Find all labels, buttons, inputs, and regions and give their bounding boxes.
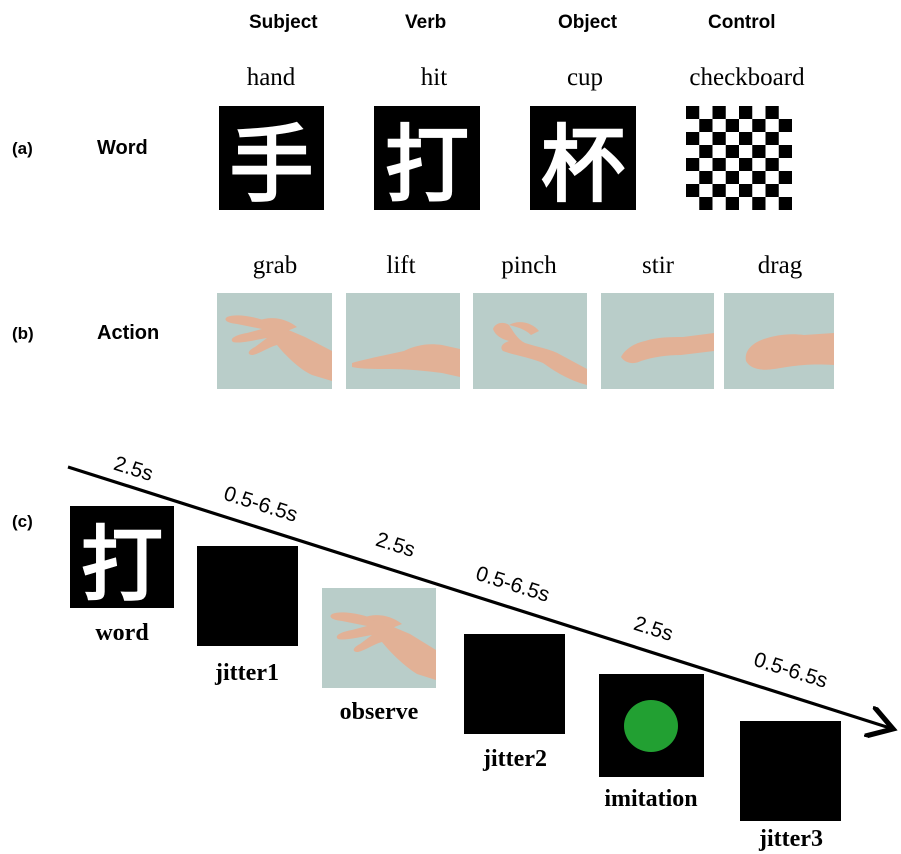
stage-imitation-image (599, 674, 704, 777)
stage-label-jitter2: jitter2 (483, 746, 547, 772)
checker-square (752, 119, 766, 132)
panel-a-tag: (a) (12, 139, 33, 158)
checker-square (686, 158, 700, 171)
character-hit: 打 (374, 106, 480, 214)
checker-square (765, 158, 779, 171)
stage-label-jitter3: jitter3 (759, 826, 823, 852)
checker-square (765, 184, 779, 197)
action-label-grab: grab (252, 252, 298, 279)
checker-square (712, 158, 726, 171)
row-label-word: Word (97, 137, 148, 159)
panel-c-tag: (c) (12, 512, 33, 531)
checker-square (699, 171, 713, 184)
checker-square (765, 132, 779, 145)
action-photo-drag (724, 293, 834, 389)
checker-square (752, 171, 766, 184)
stage-word-image: 打 (70, 506, 174, 613)
checker-square (712, 132, 726, 145)
checker-square (778, 119, 792, 132)
checker-square (712, 106, 726, 119)
checker-square (699, 197, 713, 210)
green-cue-dot (624, 700, 678, 752)
checker-square (778, 171, 792, 184)
stage-observe-image (322, 588, 436, 688)
checker-square (778, 197, 792, 210)
checker-square (686, 184, 700, 197)
column-header-subject: Subject (249, 12, 318, 33)
checker-square (739, 184, 753, 197)
checker-square (739, 106, 753, 119)
column-header-object: Object (558, 12, 618, 33)
stage-jitter3-image (740, 721, 841, 821)
checker-square (739, 132, 753, 145)
checker-square (725, 145, 739, 158)
checker-square (739, 158, 753, 171)
checker-square (712, 184, 726, 197)
action-label-pinch: pinch (501, 252, 557, 279)
checker-square (725, 197, 739, 210)
action-label-drag: drag (757, 252, 803, 279)
checker-square (725, 119, 739, 132)
action-photo-stir (601, 293, 714, 389)
word-label-cup: cup (566, 64, 604, 91)
action-photo-lift (346, 293, 460, 389)
row-label-action: Action (97, 322, 160, 344)
stage-jitter1-image (197, 546, 298, 646)
checker-square (686, 106, 700, 119)
stage-label-jitter1: jitter1 (215, 660, 279, 686)
checker-square (699, 119, 713, 132)
column-header-control: Control (708, 12, 776, 33)
stage-label-imitation: imitation (604, 786, 698, 812)
checker-square (686, 132, 700, 145)
word-label-hand: hand (246, 64, 296, 91)
checker-square (752, 145, 766, 158)
action-label-stir: stir (642, 252, 674, 279)
action-photo-grab (217, 293, 332, 389)
checker-square (765, 106, 779, 119)
word-label-checkboard: checkboard (689, 64, 805, 91)
panel-b-tag: (b) (12, 324, 34, 343)
checker-square (752, 197, 766, 210)
stage-label-word: word (95, 620, 149, 646)
action-photo-pinch (473, 293, 587, 389)
character-cup: 杯 (530, 106, 636, 214)
checkerboard-image (686, 106, 792, 210)
stage-jitter2-image (464, 634, 565, 734)
action-label-lift: lift (386, 252, 416, 279)
checker-square (725, 171, 739, 184)
column-header-verb: Verb (405, 12, 447, 33)
character-hand: 手 (219, 106, 324, 214)
stage-label-observe: observe (339, 699, 419, 725)
checker-square (699, 145, 713, 158)
word-label-hit: hit (420, 64, 448, 91)
checker-square (778, 145, 792, 158)
